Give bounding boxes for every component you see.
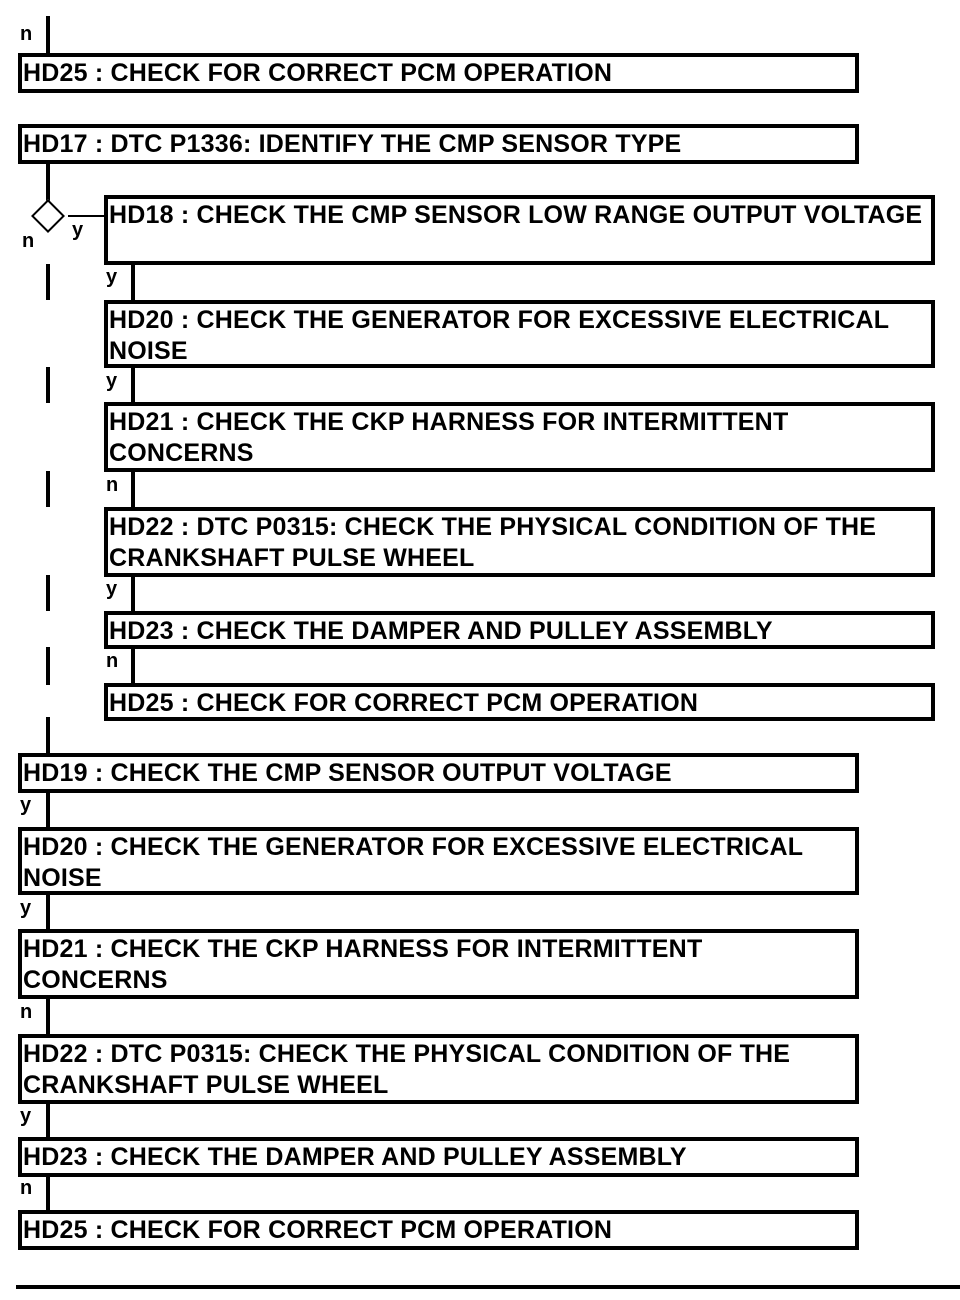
connector-n-path-3	[46, 471, 50, 507]
branch-label-hd21-n: n	[106, 474, 119, 496]
connector-hd22-hd23	[131, 577, 135, 612]
connector-hd21-hd22	[131, 472, 135, 508]
branch-label-hd22-n-branch-y: y	[20, 1105, 32, 1127]
branch-label-hd23-n-branch-n: n	[20, 1177, 33, 1199]
branch-label-hd20-n-branch-y: y	[20, 897, 32, 919]
step-hd22-y-branch: HD22 : DTC P0315: CHECK THE PHYSICAL CON…	[104, 507, 935, 577]
branch-label-hd21-n-branch-n: n	[20, 1001, 33, 1023]
step-hd23-y-branch: HD23 : CHECK THE DAMPER AND PULLEY ASSEM…	[104, 611, 935, 649]
connector-n-path-1	[46, 264, 50, 300]
step-hd17: HD17 : DTC P1336: IDENTIFY THE CMP SENSO…	[18, 124, 859, 164]
branch-label-decision-n: n	[22, 230, 35, 252]
connector-hd18-hd20	[131, 265, 135, 301]
connector-hd23-hd25-n	[46, 1177, 50, 1212]
connector-hd17-decision	[46, 164, 50, 202]
step-hd21-y-branch: HD21 : CHECK THE CKP HARNESS FOR INTERMI…	[104, 402, 935, 472]
step-hd21-n-branch: HD21 : CHECK THE CKP HARNESS FOR INTERMI…	[18, 929, 859, 999]
branch-label-top-n: n	[20, 23, 33, 45]
connector-top	[46, 16, 50, 54]
branch-label-decision-y: y	[72, 219, 84, 241]
branch-label-hd22-y: y	[106, 578, 118, 600]
connector-n-path-2	[46, 367, 50, 403]
step-hd20-y-branch: HD20 : CHECK THE GENERATOR FOR EXCESSIVE…	[104, 300, 935, 368]
branch-label-hd20-y: y	[106, 370, 118, 392]
branch-label-hd23-n: n	[106, 650, 119, 672]
connector-n-path-5	[46, 647, 50, 685]
bottom-divider	[16, 1285, 960, 1289]
connector-n-path-4	[46, 575, 50, 611]
step-hd25-n-branch: HD25 : CHECK FOR CORRECT PCM OPERATION	[18, 1210, 859, 1250]
connector-hd22-hd23-n	[46, 1104, 50, 1139]
step-hd25-y-branch: HD25 : CHECK FOR CORRECT PCM OPERATION	[104, 683, 935, 721]
step-hd23-n-branch: HD23 : CHECK THE DAMPER AND PULLEY ASSEM…	[18, 1137, 859, 1177]
connector-n-path-6	[46, 717, 50, 754]
connector-decision-yes	[68, 215, 104, 217]
step-hd18: HD18 : CHECK THE CMP SENSOR LOW RANGE OU…	[104, 195, 935, 265]
connector-hd20-hd21-n	[46, 895, 50, 931]
branch-label-hd18-y: y	[106, 266, 118, 288]
step-hd20-n-branch: HD20 : CHECK THE GENERATOR FOR EXCESSIVE…	[18, 827, 859, 895]
branch-label-hd19-y: y	[20, 794, 32, 816]
decision-diamond	[31, 199, 65, 233]
connector-hd20-hd21	[131, 368, 135, 402]
connector-hd23-hd25	[131, 649, 135, 685]
step-hd22-n-branch: HD22 : DTC P0315: CHECK THE PHYSICAL CON…	[18, 1034, 859, 1104]
step-hd25-top: HD25 : CHECK FOR CORRECT PCM OPERATION	[18, 53, 859, 93]
step-hd19: HD19 : CHECK THE CMP SENSOR OUTPUT VOLTA…	[18, 753, 859, 793]
connector-hd21-hd22-n	[46, 999, 50, 1035]
connector-hd19-hd20	[46, 793, 50, 829]
